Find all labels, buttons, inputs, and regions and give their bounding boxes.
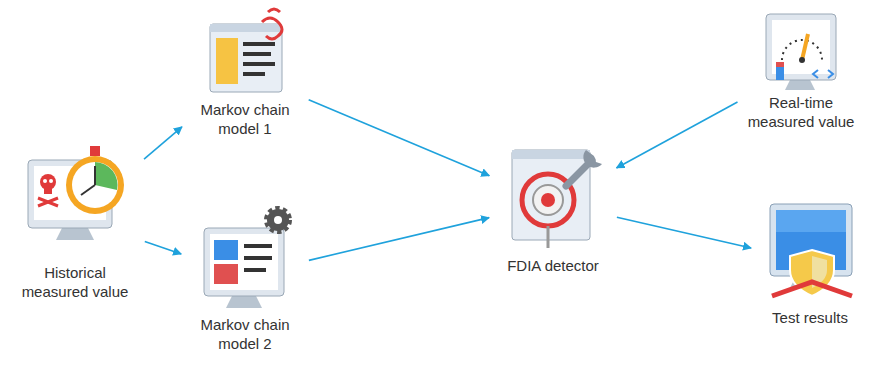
markov2-icon: [204, 209, 289, 308]
icon-node: Markov chain model 2: [185, 198, 305, 353]
node-label: FDIA detector: [493, 256, 613, 275]
icon-node: FDIA detector: [493, 130, 613, 275]
flow-arrow: [145, 242, 181, 254]
history-icon: [28, 146, 124, 240]
flow-arrow: [309, 218, 489, 261]
icon-node: Real-time measured value: [741, 4, 861, 131]
icon-node: Markov chain model 1: [185, 8, 305, 138]
node-label: Test results: [755, 308, 865, 327]
node-label: Real-time measured value: [741, 93, 861, 131]
flow-arrow: [144, 127, 182, 159]
node-label: Markov chain model 2: [185, 315, 305, 353]
detector-icon: [512, 150, 602, 248]
flow-arrow: [617, 102, 738, 168]
markov1-icon: [210, 9, 282, 92]
icon-node: Test results: [755, 196, 865, 327]
flow-arrow: [309, 100, 490, 176]
node-label: Historical measured value: [9, 263, 141, 301]
realtime-icon: [766, 14, 836, 90]
icon-node: Historical measured value: [9, 135, 141, 301]
results-icon: [770, 204, 852, 296]
flow-arrow: [617, 217, 751, 248]
node-label: Markov chain model 1: [185, 100, 305, 138]
